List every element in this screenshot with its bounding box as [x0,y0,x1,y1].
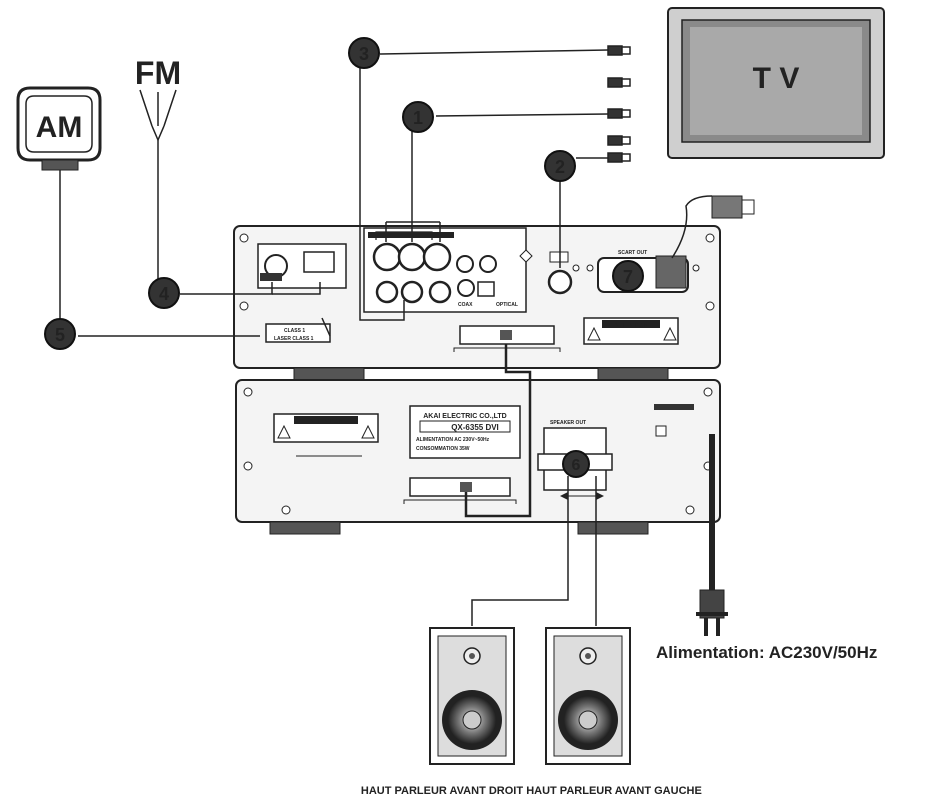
consumption-label: CONSOMMATION 35W [416,446,470,452]
dvd-unit-rear-panel: COAX OPTICAL SCART OUT CLASS 1 LASER CLA… [233,225,721,381]
amplifier-unit-rear-panel: ATTENTION AKAI ELECTRIC CO.,LTD QX-6355 … [235,379,721,535]
tv-rca-plugs [607,45,631,163]
fm-antenna: FM [135,55,181,282]
attention-top-label: ATTENTION [614,323,648,329]
product-label: CLASS 1 [284,328,305,334]
tv-set: T V [667,7,885,159]
laser-label: LASER CLASS 1 [274,336,314,342]
alimentation-spec-label: ALIMENTATION AC 230V~50Hz [416,437,490,443]
speaker-left-label: HAUT PARLEUR AVANT GAUCHE [526,785,702,797]
am-antenna: AM [16,86,102,336]
callout-5: 5 [44,318,76,350]
callout-3: 3 [348,37,380,69]
callout-2: 2 [544,150,576,182]
callout-7: 7 [612,260,644,292]
callout-7-number: 7 [623,267,633,287]
coax-label: COAX [458,302,473,308]
speaker-right [429,627,515,765]
tv-label: T V [753,62,800,95]
brand-label: AKAI ELECTRIC CO.,LTD [423,413,506,420]
scart-label: SCART OUT [618,250,647,256]
power-plug [696,589,728,636]
connection-cables [78,49,715,626]
callout-4-number: 4 [159,284,169,304]
scart-plug [711,195,755,219]
callout-5-number: 5 [55,325,65,345]
callout-6-number: 6 [572,457,581,474]
model-label: QX-6355 DVI [451,423,499,432]
speaker-left [545,627,631,765]
callout-1-number: 1 [413,108,423,128]
attention-bottom-label: ATTENTION [309,419,343,425]
speaker-out-label: SPEAKER OUT [550,420,586,426]
power-label: Alimentation: AC230V/50Hz [656,643,877,662]
callout-2-number: 2 [555,157,565,177]
callout-1: 1 [402,101,434,133]
callout-6: 6 [562,450,590,478]
am-label: AM [36,111,83,144]
optical-label: OPTICAL [496,302,518,308]
callout-3-number: 3 [359,44,369,64]
speaker-right-label: HAUT PARLEUR AVANT DROIT [361,785,523,797]
callout-4: 4 [148,277,180,309]
fm-label: FM [135,55,181,91]
